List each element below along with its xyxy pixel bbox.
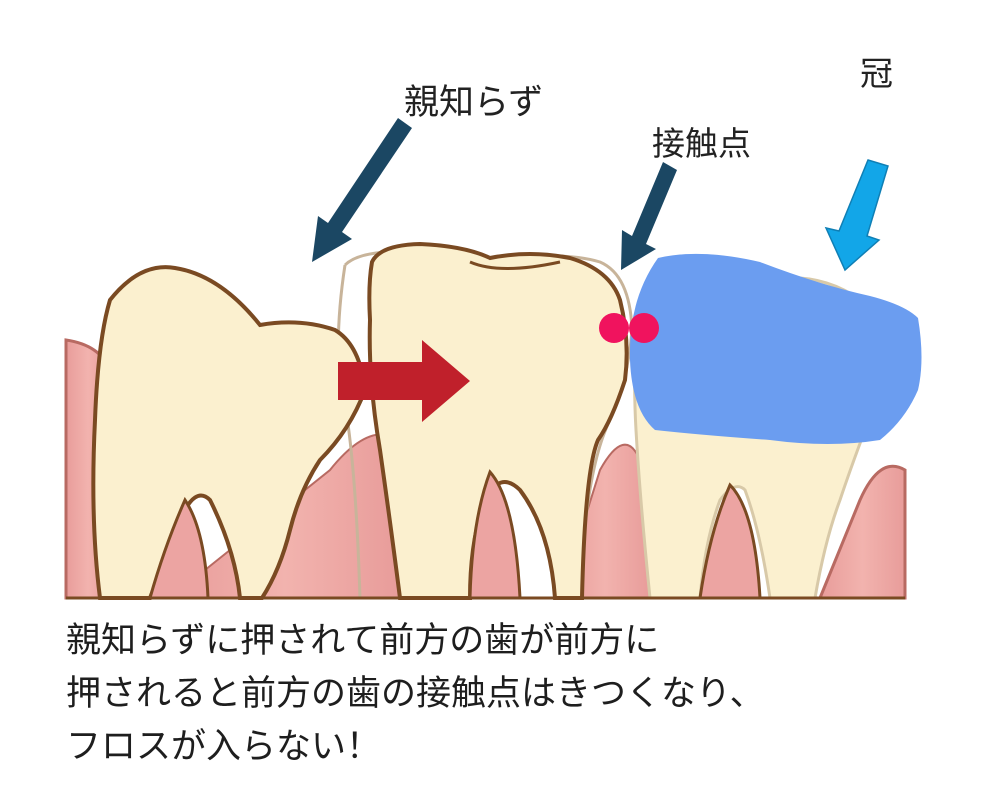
push-arrow bbox=[338, 340, 470, 422]
caption-line: 押されると前方の歯の接触点はきつくなり、 bbox=[66, 674, 765, 714]
caption-line: 親知らずに押されて前方の歯が前方に bbox=[66, 621, 660, 661]
pushed-molar-ridge bbox=[469, 260, 561, 270]
caption: 親知らずに押されて前方の歯が前方に 押されると前方の歯の接触点はきつくなり、 フ… bbox=[66, 615, 966, 774]
pushed-molar bbox=[367, 241, 629, 600]
wisdom-tooth-label: 親知らず bbox=[404, 83, 543, 123]
wisdom-tooth-label-arrow bbox=[312, 118, 412, 262]
crown-label: 冠 bbox=[860, 54, 893, 93]
pushed-molar-root bbox=[468, 469, 522, 600]
wisdom-tooth-root bbox=[148, 496, 210, 600]
crown bbox=[629, 253, 922, 444]
contact-point-label-arrow bbox=[621, 162, 677, 270]
wisdom-tooth bbox=[91, 265, 368, 600]
contact-point-label: 接触点 bbox=[652, 124, 751, 163]
caption-line: フロスが入らない！ bbox=[66, 727, 382, 767]
crown-label-arrow bbox=[824, 159, 889, 272]
contact-point-dot bbox=[629, 313, 659, 343]
crowned-molar-root bbox=[698, 482, 762, 600]
contact-point-dot bbox=[599, 313, 629, 343]
gum bbox=[817, 464, 907, 600]
